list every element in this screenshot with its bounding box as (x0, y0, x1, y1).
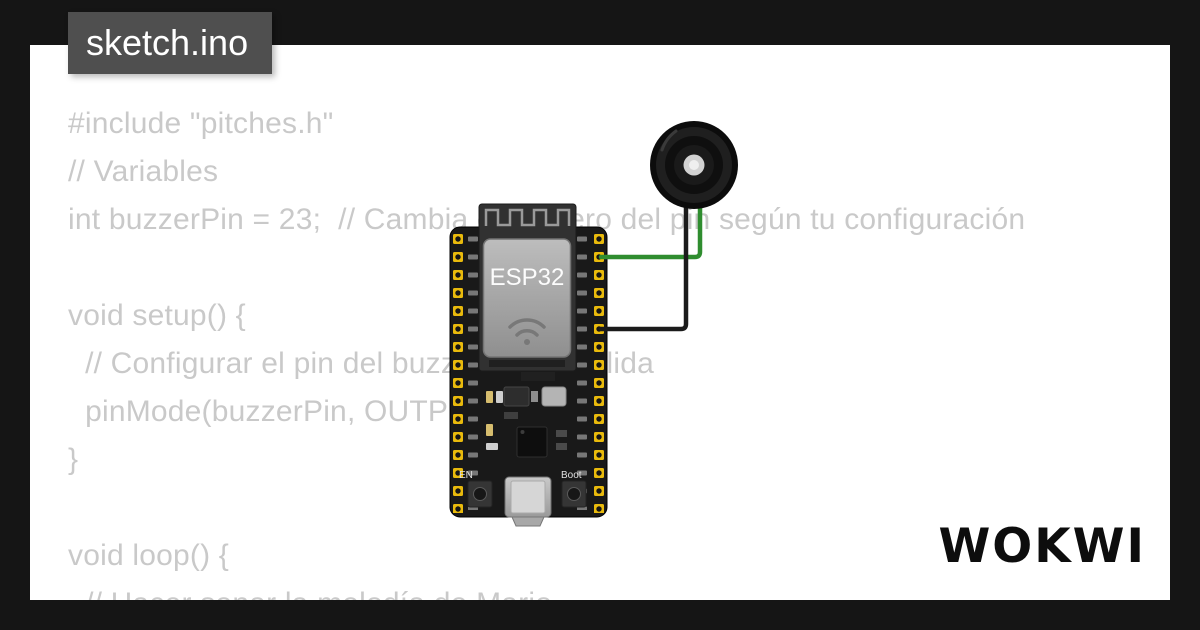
content-panel: #include "pitches.h" // Variables int bu… (30, 45, 1170, 600)
code-line (68, 244, 1158, 292)
code-line: // Configurar el pin del buzzer como sal… (68, 347, 654, 380)
code-line: int buzzerPin = 23; // Cambia el número … (68, 203, 1026, 236)
code-line: void loop() { (68, 539, 230, 572)
code-line: // Hacer sonar la melodía de Mario (68, 580, 1158, 600)
code-line: #include "pitches.h" (68, 107, 334, 140)
wokwi-logo: WOKWI (938, 519, 1146, 574)
code-line: } (68, 443, 79, 476)
code-line: // Variables (68, 155, 219, 188)
sketch-filename-tab: sketch.ino (68, 12, 273, 74)
code-line: void setup() { (68, 299, 246, 332)
code-block: #include "pitches.h" // Variables int bu… (68, 100, 1158, 600)
code-line: pinMode(buzzerPin, OUTPUT); (68, 395, 508, 428)
